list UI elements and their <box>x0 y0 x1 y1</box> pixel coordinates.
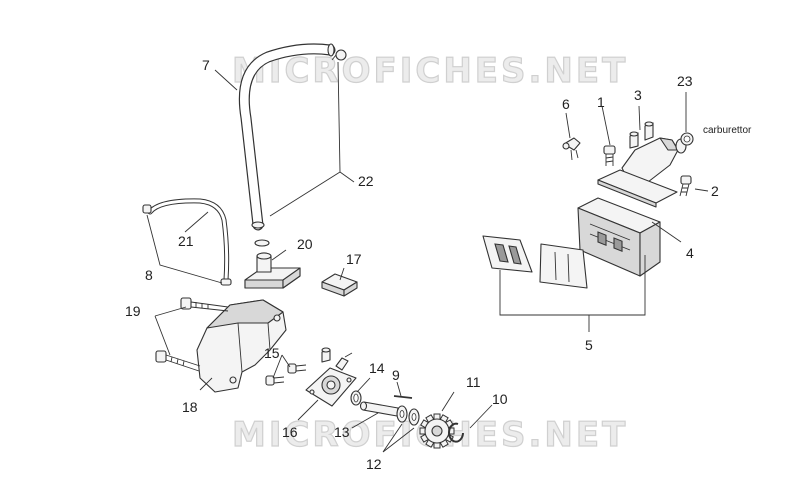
clamp-part-6 <box>562 137 581 161</box>
screw-part-1 <box>603 145 616 166</box>
callout-12: 12 <box>366 456 382 472</box>
callout-6: 6 <box>562 96 570 112</box>
rubber-block-part-17 <box>321 273 358 297</box>
callout-14: 14 <box>369 360 385 376</box>
pump-body-part-16 <box>305 347 357 407</box>
callout-7: 7 <box>202 57 210 73</box>
hose-clip-top <box>331 49 347 61</box>
callout-19: 19 <box>125 303 141 319</box>
breather-hose-part-21 <box>142 198 232 286</box>
callout-9: 9 <box>392 367 400 383</box>
watermark-top: MICROFICHES.NET <box>232 51 628 91</box>
callout-10: 10 <box>492 391 508 407</box>
gasket-plate <box>597 169 678 208</box>
bolt-part-19-upper <box>180 297 229 312</box>
fitting-part-20 <box>244 252 301 289</box>
screw-part-15-b <box>265 375 285 386</box>
hose-clamp-part-23 <box>680 132 694 146</box>
shaft-part-13 <box>359 401 399 417</box>
leader-lines <box>146 61 709 453</box>
reed-plate-part-5-right <box>539 243 588 289</box>
callout-22: 22 <box>358 173 374 189</box>
screw-part-2 <box>679 175 692 197</box>
callout-11: 11 <box>466 374 481 390</box>
pin-part-9 <box>393 395 413 399</box>
carburettor-note: carburettor <box>703 125 752 136</box>
bolt-part-19-lower <box>155 350 201 372</box>
callout-16: 16 <box>282 424 298 440</box>
callout-8: 8 <box>145 267 153 283</box>
callout-17: 17 <box>346 251 362 267</box>
callout-18: 18 <box>182 399 198 415</box>
callout-labels: 7 22 21 8 20 17 19 15 18 16 14 9 13 11 1… <box>125 57 752 472</box>
callout-4: 4 <box>686 245 694 261</box>
callout-13: 13 <box>334 424 350 440</box>
washer-part-12-a <box>396 405 408 423</box>
oil-hose-part-7 <box>238 43 336 231</box>
housing-part-18 <box>196 299 287 393</box>
callout-5: 5 <box>585 337 593 353</box>
screw-part-15-a <box>287 363 307 374</box>
washer-part-12-b <box>408 408 420 426</box>
callout-23: 23 <box>677 73 693 89</box>
o-ring-part-14 <box>350 390 362 406</box>
callout-15: 15 <box>264 345 280 361</box>
callout-21: 21 <box>178 233 194 249</box>
circlip-part-10 <box>448 422 464 443</box>
callout-2: 2 <box>711 183 719 199</box>
hose-clip-bottom <box>254 239 270 247</box>
reed-block-part-4 <box>577 197 661 277</box>
callout-3: 3 <box>634 87 642 103</box>
reed-plate-part-5-left <box>482 235 533 273</box>
callout-1: 1 <box>597 94 605 110</box>
callout-20: 20 <box>297 236 313 252</box>
